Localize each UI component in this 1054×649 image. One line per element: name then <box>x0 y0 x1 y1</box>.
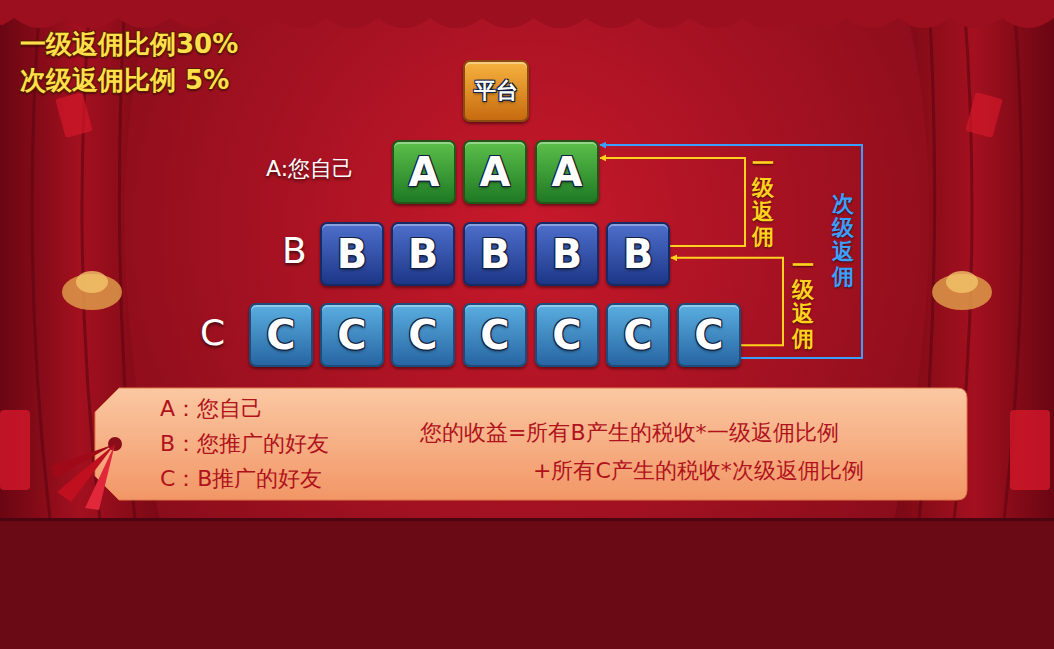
sub-friend-box: C <box>391 303 455 367</box>
edge-label: 一级返佣 <box>752 152 774 249</box>
formula-line: +所有C产生的税收*次级返佣比例 <box>533 458 864 483</box>
box-letter: C <box>337 315 366 355</box>
box-letter: C <box>623 315 652 355</box>
friend-box: B <box>320 222 384 286</box>
rate-note: 一级返佣比例30% <box>20 30 238 60</box>
legend-tag-panel: A：您自己 B：您推广的好友 C：B推广的好友 您的收益=所有B产生的税收*一级返佣比… <box>95 388 967 500</box>
box-letter: A <box>480 152 511 192</box>
self-box: A <box>463 140 527 204</box>
row-label: C <box>200 312 225 353</box>
friend-box: B <box>391 222 455 286</box>
box-letter: B <box>337 234 368 274</box>
row-label: B <box>282 230 307 271</box>
rate-note: 次级返佣比例 5% <box>20 66 229 96</box>
box-letter: B <box>480 234 511 274</box>
box-letter: C <box>266 315 295 355</box>
box-letter: A <box>409 152 440 192</box>
friend-box: B <box>535 222 599 286</box>
row-label: A:您自己 <box>266 156 354 181</box>
box-letter: 平台 <box>474 80 518 102</box>
edge-label: 次级返佣 <box>832 192 854 289</box>
self-box: A <box>392 140 456 204</box>
box-letter: B <box>552 234 583 274</box>
sub-friend-box: C <box>535 303 599 367</box>
box-letter: C <box>408 315 437 355</box>
platform-box: 平台 <box>463 60 529 122</box>
friend-box: B <box>463 222 527 286</box>
box-letter: A <box>552 152 583 192</box>
self-box: A <box>535 140 599 204</box>
box-letter: C <box>694 315 723 355</box>
sub-friend-box: C <box>677 303 741 367</box>
legend-line: C：B推广的好友 <box>160 466 322 491</box>
box-letter: B <box>408 234 439 274</box>
edge-label: 一级返佣 <box>792 254 814 351</box>
sub-friend-box: C <box>463 303 527 367</box>
legend-line: B：您推广的好友 <box>160 431 329 456</box>
friend-box: B <box>606 222 670 286</box>
legend-line: A：您自己 <box>160 396 263 421</box>
sub-friend-box: C <box>249 303 313 367</box>
box-letter: C <box>552 315 581 355</box>
box-letter: B <box>623 234 654 274</box>
sub-friend-box: C <box>606 303 670 367</box>
sub-friend-box: C <box>320 303 384 367</box>
box-letter: C <box>480 315 509 355</box>
formula-line: 您的收益=所有B产生的税收*一级返佣比例 <box>420 420 839 445</box>
